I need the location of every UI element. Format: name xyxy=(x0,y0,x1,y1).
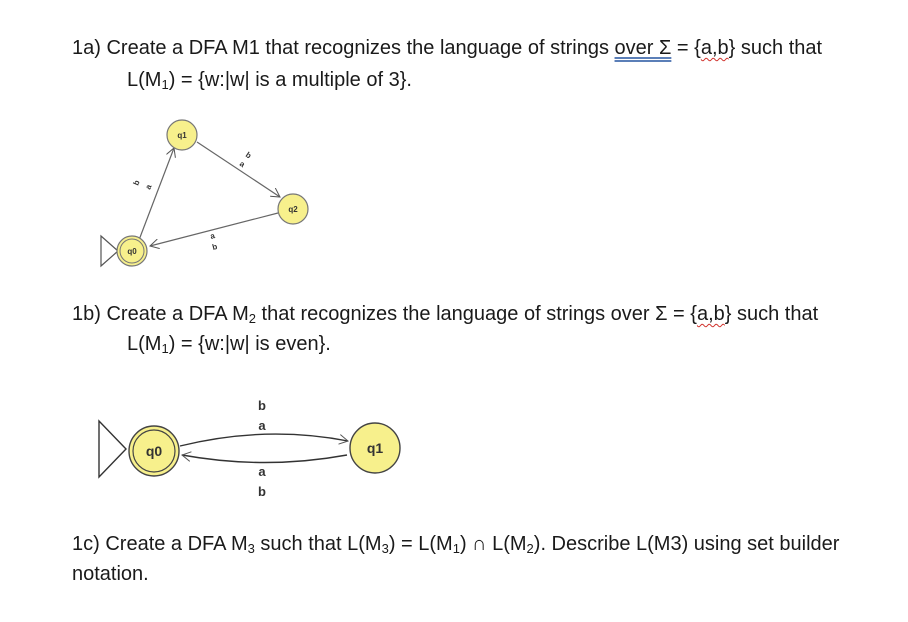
edge-label: a xyxy=(238,159,247,169)
question-1c-line1: 1c) Create a DFA M3 such that L(M3) = L(… xyxy=(72,533,840,556)
edge-label: b xyxy=(211,242,218,252)
edge-label: b xyxy=(258,398,266,413)
grammar-underline: over Σ xyxy=(614,37,672,59)
edge-label: a xyxy=(209,231,216,241)
svg-text:q2: q2 xyxy=(288,205,298,214)
edge-label: a xyxy=(258,464,266,479)
edge-label: a xyxy=(144,183,154,191)
edge-label: b xyxy=(244,150,253,160)
edge-label: a xyxy=(258,418,266,433)
dfa-diagram-m2: b a a b q0 q1 xyxy=(98,398,401,499)
spell-underline: a,b xyxy=(696,303,725,325)
spell-underline: a,b xyxy=(700,37,729,59)
state-q2: q2 xyxy=(277,193,309,225)
svg-text:q1: q1 xyxy=(177,131,187,140)
edge-label: b xyxy=(132,179,142,187)
state-q1: q1 xyxy=(166,119,198,151)
svg-text:q0: q0 xyxy=(146,443,163,459)
state-q0-accepting: q0 xyxy=(116,235,148,267)
question-1a-line1: 1a) Create a DFA M1 that recognizes the … xyxy=(72,37,823,59)
state-q1: q1 xyxy=(349,422,401,474)
question-1b-line1: 1b) Create a DFA M2 that recognizes the … xyxy=(72,303,819,326)
svg-text:q0: q0 xyxy=(127,247,137,256)
question-1b-line2: L(M1) = {w:|w| is even}. xyxy=(127,333,331,356)
question-1c-line2: notation. xyxy=(72,563,149,585)
svg-text:q1: q1 xyxy=(367,440,384,456)
question-1a-line2: L(M1) = {w:|w| is a multiple of 3}. xyxy=(127,69,412,92)
edge-label: b xyxy=(258,484,266,499)
state-q0-accepting: q0 xyxy=(128,425,180,477)
